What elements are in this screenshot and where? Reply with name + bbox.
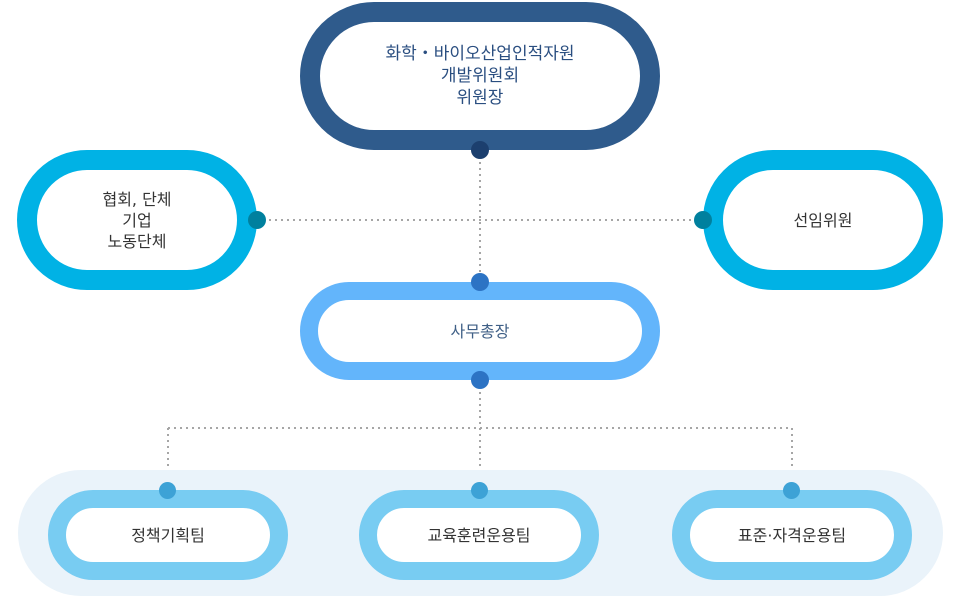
team-connector-dot [471,482,488,499]
team-node-standards: 표준·자격운용팀 [672,490,912,580]
team-connector-dot [783,482,800,499]
team-node-training: 교육훈련운용팀 [359,490,599,580]
chair-label: 화학・바이오산업인적자원 개발위원회 위원장 [385,44,575,108]
association-label: 협회, 단체 기업 노동단체 [102,189,172,251]
secretary-general-label: 사무총장 [450,321,510,341]
team-label: 교육훈련운용팀 [427,525,531,545]
team-node-policy: 정책기획팀 [48,490,288,580]
standing-member-node: 선임위원 [703,150,943,290]
secgen-top-connector-dot [471,273,489,291]
chair-node: 화학・바이오산업인적자원 개발위원회 위원장 [300,2,660,150]
team-label: 정책기획팀 [131,525,205,545]
chair-connector-dot [471,141,489,159]
association-connector-dot [248,211,266,229]
team-connector-dot [159,482,176,499]
team-label: 표준·자격운용팀 [737,525,847,545]
standing-member-connector-dot [694,211,712,229]
standing-member-label: 선임위원 [793,210,853,230]
association-node: 협회, 단체 기업 노동단체 [17,150,257,290]
secretary-general-node: 사무총장 [300,282,660,380]
secgen-bottom-connector-dot [471,371,489,389]
